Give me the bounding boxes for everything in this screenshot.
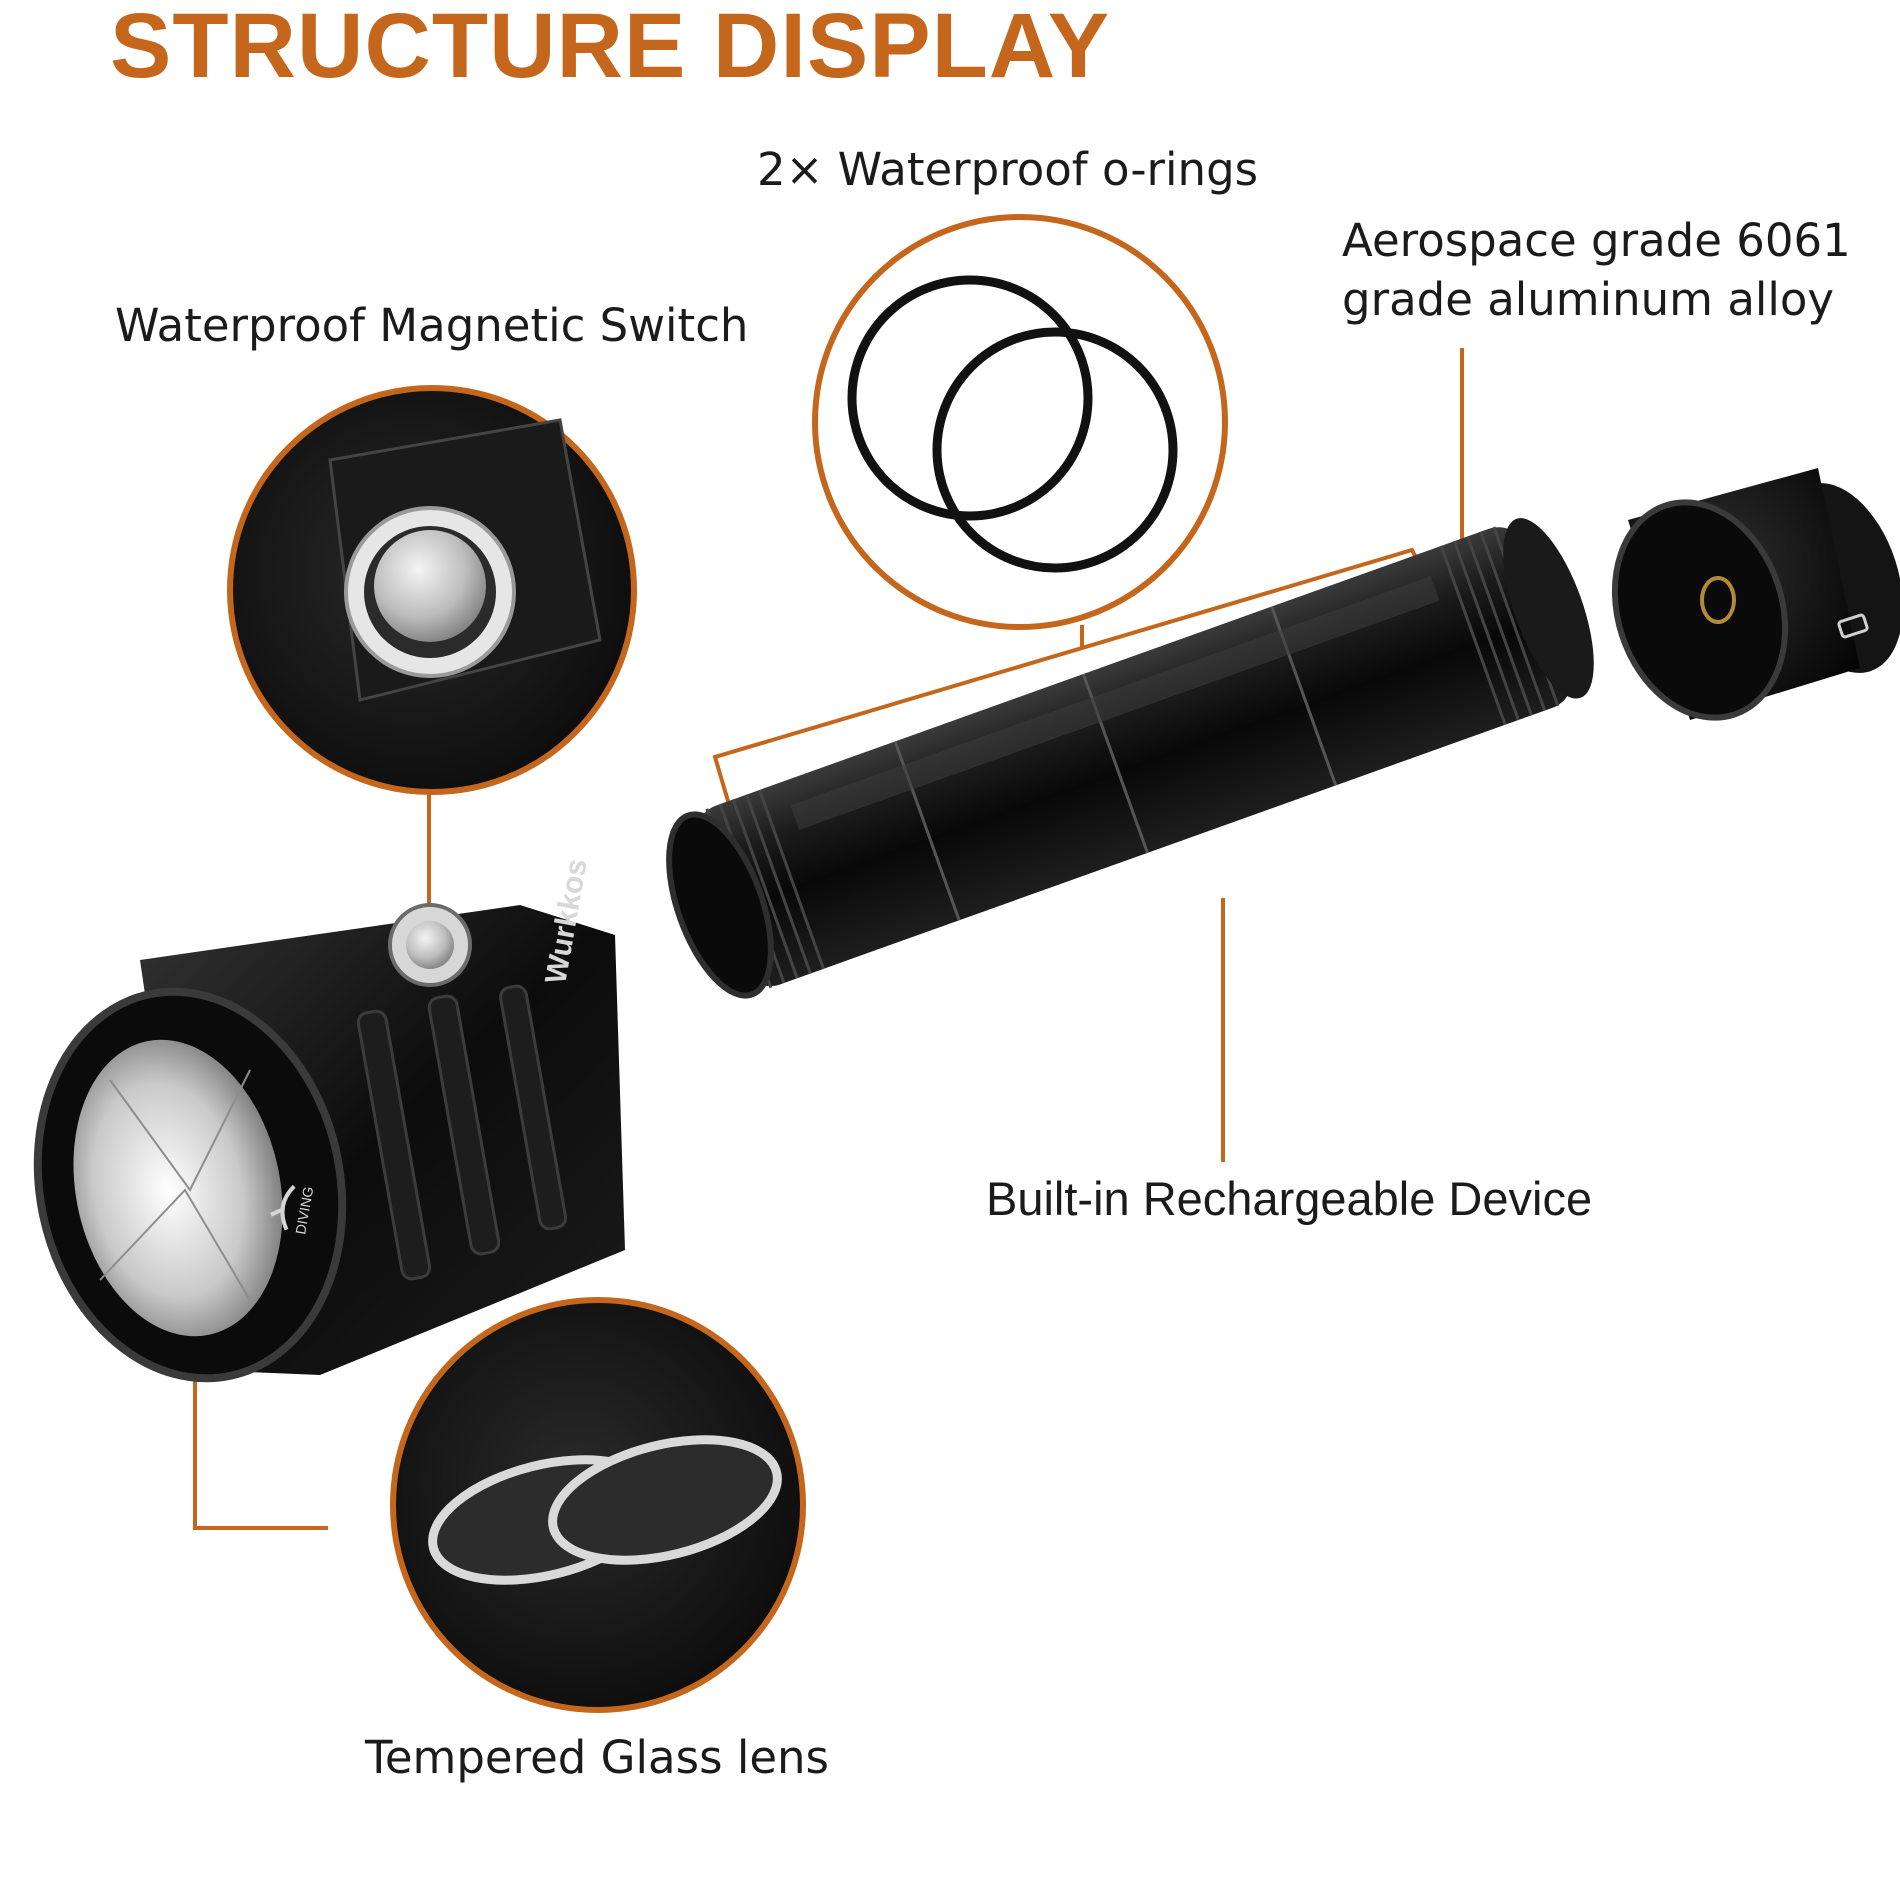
o-ring-icon [932,327,1178,573]
o-ring-icon [847,275,1093,521]
aluminum-label-line1: Aerospace grade 6061 [1342,214,1851,267]
o-rings-detail [812,214,1228,630]
diver-logo-icon [270,1184,296,1231]
battery-icon [1837,613,1869,639]
glass-lens-detail [390,1297,806,1713]
battery-tube [666,518,1594,999]
flashlight-head [33,903,625,1383]
glass-lens-label: Tempered Glass lens [365,1731,829,1784]
aluminum-label-line2: grade aluminum alloy [1342,273,1835,326]
o-rings-label: 2× Waterproof o-rings [757,143,1259,196]
glass-lens-icon [548,1435,782,1565]
page-title: STRUCTURE DISPLAY [110,0,1111,97]
tail-cap [1611,468,1900,721]
magnetic-switch-label: Waterproof Magnetic Switch [115,299,749,352]
reflector-icon [73,1039,283,1337]
rechargeable-label: Built-in Rechargeable Device [986,1172,1593,1225]
magnetic-switch-detail [227,385,637,795]
magnet-button-icon [374,530,486,642]
